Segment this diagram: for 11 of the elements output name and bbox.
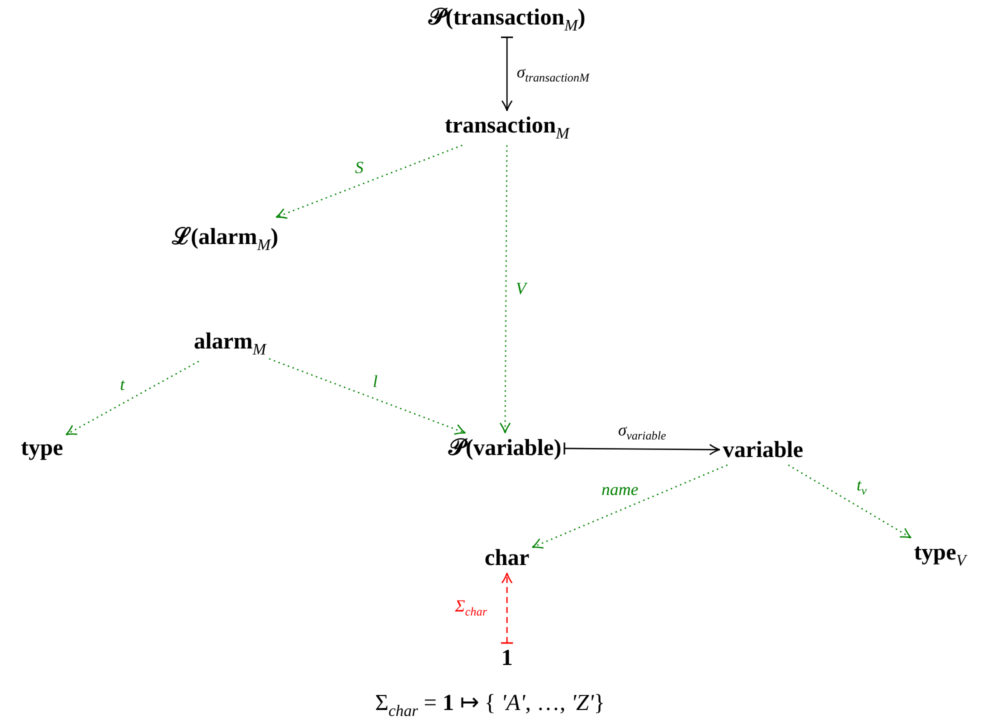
caption: Σ$_{char}$ = 1 ↦ { 'A', …, 'Z'} bbox=[375, 689, 605, 721]
node-label: alarm$_{M}$ bbox=[194, 328, 266, 360]
node-label: 𝒫(variable) bbox=[448, 435, 562, 461]
node-label: 1 bbox=[501, 645, 513, 671]
node-label: type bbox=[20, 435, 64, 461]
node-label: ℒ(alarm$_{M}$) bbox=[172, 223, 278, 255]
node-label: transaction$_{M}$ bbox=[444, 112, 570, 144]
node-label: variable bbox=[722, 437, 804, 463]
node-label: type$_{V}$ bbox=[914, 540, 966, 570]
node-label: 𝒫(transaction$_{M}$) bbox=[428, 4, 586, 36]
node-label: char bbox=[484, 545, 530, 571]
